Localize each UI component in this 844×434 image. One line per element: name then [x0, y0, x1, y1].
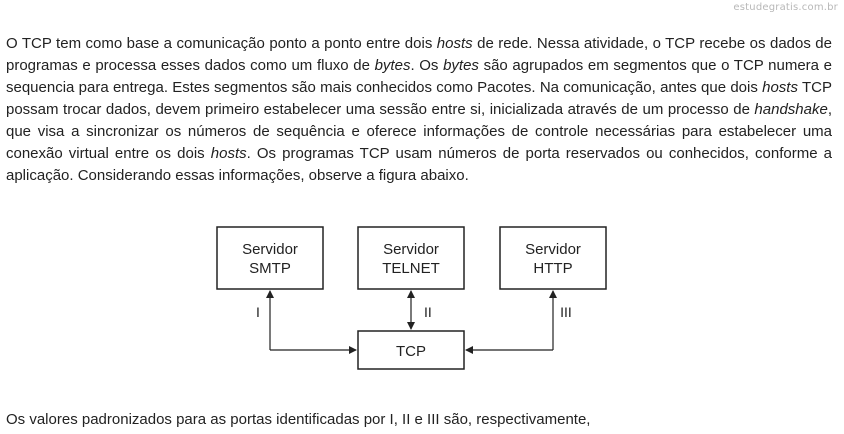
paragraph-emphasis: hosts	[210, 145, 247, 162]
telnet-server-label-line2: TELNET	[382, 260, 440, 277]
http-server-label-line2: HTTP	[533, 260, 572, 277]
paragraph-text: . Os	[410, 57, 444, 74]
paragraph-text: TCP possam trocar dados, devem primeiro …	[6, 79, 832, 118]
watermark: estudegratis.com.br	[733, 2, 838, 13]
paragraph-text: , que visa a sincronizar os números de s…	[6, 101, 832, 162]
http-server-box	[499, 226, 607, 290]
smtp-server-box	[216, 226, 324, 290]
tcp-box	[357, 330, 465, 370]
paragraph-emphasis: bytes	[443, 57, 479, 74]
port-label-iii: III	[560, 304, 572, 320]
port-label-ii: II	[424, 304, 432, 320]
paragraph-emphasis: hosts	[762, 79, 798, 96]
paragraph-text: são agrupados em segmentos que o TCP num…	[6, 57, 833, 96]
smtp-server-label-line1: Servidor	[242, 241, 298, 258]
smtp-server-label-line2: SMTP	[249, 260, 291, 277]
question-stem: Os valores padronizados para as portas i…	[6, 411, 591, 428]
telnet-server-box	[357, 226, 465, 290]
paragraph-emphasis: bytes	[374, 57, 411, 74]
paragraph-emphasis: hosts	[436, 35, 473, 52]
telnet-server-label-line1: Servidor	[383, 241, 439, 258]
paragraph-text: O TCP tem como base a comunicação ponto …	[6, 35, 437, 52]
tcp-label: TCP	[396, 343, 426, 360]
paragraph-text: de rede. Nessa atividade, o TCP recebe o…	[6, 35, 832, 74]
paragraph-emphasis: handshake	[754, 101, 828, 118]
question-paragraph: O TCP tem como base a comunicação ponto …	[6, 33, 832, 187]
port-label-i: I	[256, 304, 260, 320]
http-server-label-line1: Servidor	[525, 241, 581, 258]
paragraph-text: . Os programas TCP usam números de porta…	[6, 145, 832, 184]
